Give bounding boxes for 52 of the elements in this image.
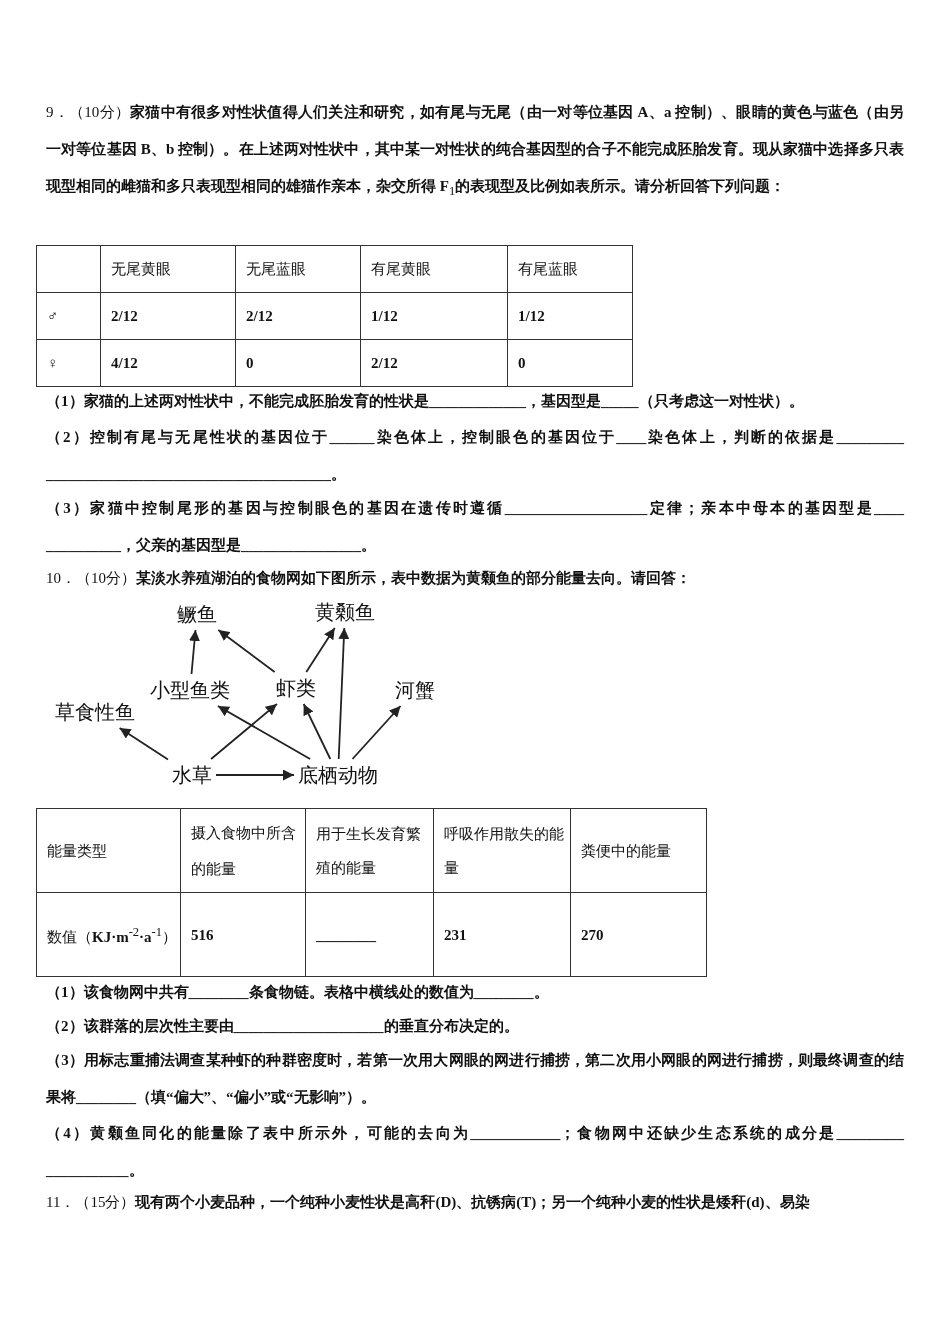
question-text: 11．（15分）现有两个小麦品种，一个纯种小麦性状是高秆(D)、抗锈病(T)；另一个纯种小麦的性状是矮秆(d)、易染 [46, 1193, 811, 1212]
species-label: 水草 [172, 763, 212, 787]
arrow [351, 705, 402, 760]
arrow [217, 629, 276, 673]
table-cell: ________ [305, 892, 434, 977]
species-label: 底栖动物 [298, 763, 378, 787]
question-text: （4）黄颡鱼同化的能量除了表中所示外，可能的去向为____________；食物网中还缺少生态系统的成分是_________ ___________。 [46, 1124, 904, 1180]
question-text: （1）该食物网中共有________条食物链。表格中横线处的数值为________。 [46, 983, 550, 1002]
table-cell: 4/12 [100, 339, 236, 387]
species-label: 小型鱼类 [150, 678, 230, 702]
species-label: 黄颡鱼 [315, 600, 375, 624]
table-cell: 0 [507, 339, 633, 387]
table-cell: 2/12 [235, 292, 361, 340]
arrow [215, 769, 295, 781]
table-cell: ♀ [36, 339, 101, 387]
arrow [210, 703, 278, 760]
table-cell: 270 [570, 892, 707, 977]
species-label: 草食性鱼 [55, 700, 135, 724]
species-label: 鳜鱼 [177, 602, 217, 626]
table-cell: 2/12 [360, 339, 508, 387]
table-cell: 0 [235, 339, 361, 387]
species-label: 虾类 [276, 676, 316, 700]
arrow [189, 629, 200, 675]
arrow [337, 627, 350, 760]
question-text: （3）家猫中控制尾形的基因与控制眼色的基因在遗传时遵循___________________定律；亲本中母本的基因型是____ __________，父亲的基因型是________________。 [46, 499, 904, 555]
species-label: 河蟹 [395, 678, 435, 702]
question-text: （3）用标志重捕法调查某种虾的种群密度时，若第一次用大网眼的网进行捕捞，第二次用小网眼的网进行捕捞，则最终调查的结果将________（填“偏大”、“偏小”或“无影响”）。 [46, 1051, 904, 1107]
table-cell: ♂ [36, 292, 101, 340]
question-text: （2）控制有尾与无尾性状的基因位于______染色体上，控制眼色的基因位于____染色体上，判断的依据是_________ ______________________________________。 [46, 428, 904, 484]
table-cell: 1/12 [360, 292, 508, 340]
table-cell: 有尾蓝眼 [507, 245, 633, 293]
table-cell: 无尾黄眼 [100, 245, 236, 293]
table-cell: 2/12 [100, 292, 236, 340]
table-cell: 有尾黄眼 [360, 245, 508, 293]
arrow [217, 705, 311, 760]
table-cell: 无尾蓝眼 [235, 245, 361, 293]
table-cell: 数值（KJ·m$^{-2}$·a$^{-1}$） [36, 892, 181, 977]
table-cell: 粪便中的能量 [570, 808, 707, 893]
question-text: （2）该群落的层次性主要由____________________的垂直分布决定的。 [46, 1017, 520, 1036]
table-cell: 516 [180, 892, 306, 977]
table-cell: 231 [433, 892, 571, 977]
question-text: （1）家猫的上述两对性状中，不能完成胚胎发育的性状是_____________，基因型是_____（只考虑这一对性状）。 [46, 391, 805, 411]
question-text: 10．（10分）某淡水养殖湖泊的食物网如下图所示，表中数据为黄颡鱼的部分能量去向。请回答： [46, 569, 692, 588]
table-cell: 用于生长发育繁殖的能量 [305, 808, 434, 893]
table-cell: 1/12 [507, 292, 633, 340]
table-cell: 呼吸作用散失的能量 [433, 808, 571, 893]
table-cell: 摄入食物中所含的能量 [180, 808, 306, 893]
question-text: 9．（10分）家猫中有很多对性状值得人们关注和研究，如有尾与无尾（由一对等位基因 A、a 控制）、眼睛的黄色与蓝色（由另一对等位基因 B、b 控制）。在上述两对性状中，其中某一对性状的纯合基因型的合子不能完成胚胎发育。现从家猫中选择多只表现型相同的雌猫和多只表现型相同的雄猫作亲本，杂交所得 F$_{1}$的表现型及比例如表所示。请分析回答下列问题： [46, 103, 904, 200]
arrow [118, 727, 169, 761]
arrow [302, 703, 332, 760]
arrow [305, 627, 336, 673]
table-cell: 能量类型 [36, 808, 181, 893]
